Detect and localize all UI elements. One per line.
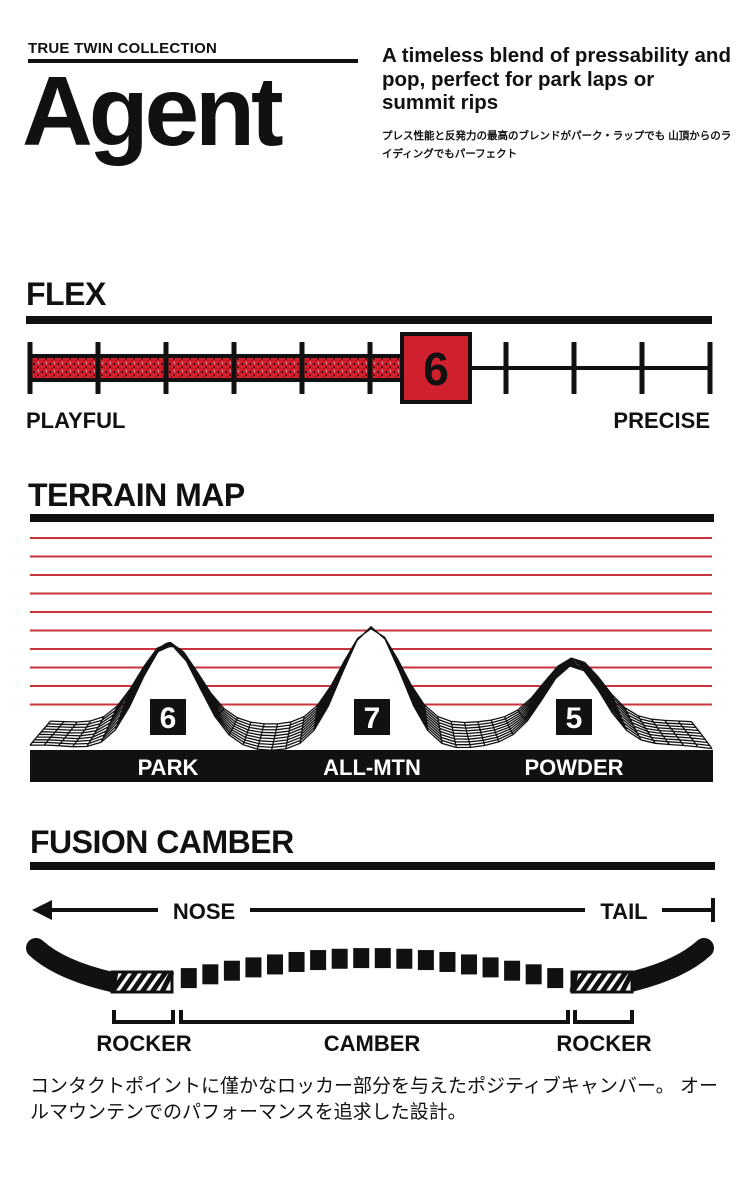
- terrain-badge-park: [150, 699, 186, 735]
- flex-label-precise: PRECISE: [613, 408, 710, 433]
- camber-note-jp: コンタクトポイントに僅かなロッカー部分を与えたポジティブキャンバー。 オールマウ…: [30, 1076, 718, 1123]
- camber-segment: [288, 951, 305, 972]
- tail-label: TAIL: [600, 899, 647, 924]
- terrain-badge-all-mtn: [354, 699, 390, 735]
- tagline: A timeless blend of pressability and pop…: [382, 44, 731, 115]
- camber-title: FUSION CAMBER: [30, 824, 294, 860]
- flex-label-playful: PLAYFUL: [26, 408, 126, 433]
- flex-rule: [26, 316, 712, 324]
- camber-bracket: [179, 1010, 570, 1024]
- board-nose: [26, 938, 122, 992]
- camber-segment: [396, 948, 413, 969]
- terrain-label: POWDER: [525, 755, 624, 780]
- camber-diagram: NOSE TAIL ROCKER CAMBER ROCKER: [26, 898, 715, 1056]
- camber-segment: [331, 948, 348, 969]
- camber-segment: [245, 957, 262, 978]
- camber-segment: [547, 968, 564, 989]
- camber-segment: [180, 968, 197, 989]
- board-tail: [620, 938, 714, 992]
- flex-fill-bar: [28, 354, 410, 382]
- camber-segment: [482, 957, 499, 978]
- rocker-bracket-left: [112, 1010, 175, 1024]
- flex-value-box: [400, 332, 472, 404]
- flex-ticks: 6: [27, 332, 713, 404]
- terrain-badge-powder: [556, 699, 592, 735]
- zone-label-rocker-right: ROCKER: [556, 1031, 651, 1056]
- rocker-bracket-right: [573, 1010, 634, 1024]
- flex-value: 6: [423, 343, 449, 395]
- rocker-hatching: [109, 970, 635, 994]
- terrain-wireframe: [29, 625, 713, 751]
- camber-segment: [202, 964, 219, 985]
- camber-segment: [504, 960, 521, 981]
- terrain-label: ALL-MTN: [323, 755, 421, 780]
- camber-segment: [223, 960, 240, 981]
- flex-scale: 6: [27, 332, 713, 404]
- collection-rule: [28, 59, 358, 63]
- nose-label: NOSE: [173, 899, 235, 924]
- terrain-value: 6: [160, 702, 177, 735]
- camber-segment: [439, 951, 456, 972]
- flex-title: FLEX: [26, 276, 106, 312]
- arrow-left-icon: [32, 900, 52, 920]
- camber-segment: [525, 964, 542, 985]
- camber-segment: [267, 954, 283, 975]
- camber-segment: [417, 950, 434, 971]
- camber-segments: [180, 948, 564, 989]
- terrain-rule: [30, 514, 714, 522]
- camber-segment: [353, 948, 370, 969]
- camber-segment: [310, 950, 327, 971]
- tagline-jp: プレス性能と反発力の最高のブレンドがパーク・ラップでも 山頂からのライディングで…: [382, 130, 732, 161]
- terrain-base-bar: [30, 750, 713, 782]
- camber-rule: [30, 862, 715, 870]
- model-title: Agent: [22, 56, 284, 166]
- camber-segment: [461, 954, 477, 975]
- terrain-value: 5: [566, 702, 583, 735]
- terrain-label: PARK: [138, 755, 199, 780]
- terrain-title: TERRAIN MAP: [28, 477, 245, 513]
- zone-label-camber: CAMBER: [324, 1031, 421, 1056]
- camber-segment: [374, 948, 391, 969]
- collection-label: TRUE TWIN COLLECTION: [28, 40, 217, 57]
- zone-label-rocker-left: ROCKER: [96, 1031, 191, 1056]
- terrain-value: 7: [364, 702, 381, 735]
